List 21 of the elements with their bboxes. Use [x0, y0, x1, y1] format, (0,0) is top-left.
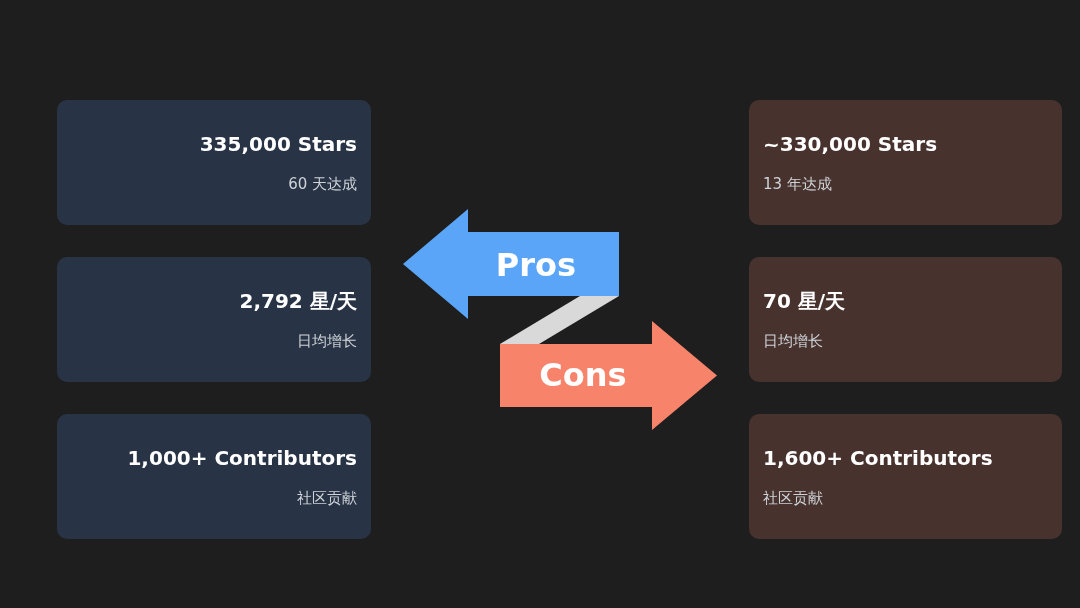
arrow-label: Cons [539, 355, 627, 395]
stat-caption: 日均增长 [297, 332, 357, 350]
stat-value: ~330,000 Stars [763, 132, 938, 156]
stat-value: 335,000 Stars [199, 132, 357, 156]
stat-value: 1,600+ Contributors [763, 446, 993, 470]
stat-caption: 13 年达成 [763, 175, 832, 193]
stat-caption: 社区贡献 [297, 489, 357, 507]
stat-card [57, 414, 371, 539]
arrow-label: Pros [495, 245, 577, 285]
stat-caption: 日均增长 [763, 332, 823, 350]
stat-card [57, 100, 371, 225]
stat-card [749, 100, 1062, 225]
connector-ribbon [500, 296, 619, 344]
stat-card [749, 257, 1062, 382]
stat-value: 1,000+ Contributors [127, 446, 357, 470]
stat-card [57, 257, 371, 382]
stat-caption: 社区贡献 [763, 489, 823, 507]
stat-value: 2,792 星/天 [239, 289, 357, 313]
stat-caption: 60 天达成 [288, 175, 357, 193]
stat-card [749, 414, 1062, 539]
stat-value: 70 星/天 [763, 289, 846, 313]
